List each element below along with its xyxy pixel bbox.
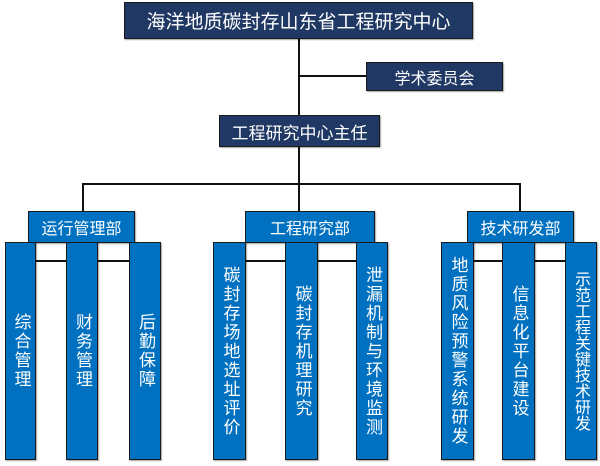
director-node: 工程研究中心主任 [219, 115, 380, 147]
connector-line [298, 75, 366, 77]
unit-info-platform: 信息化平台建设 [502, 242, 535, 460]
unit-finance: 财务管理 [66, 242, 98, 460]
unit-mechanism-research: 碳封存机理研究 [285, 242, 318, 460]
unit-general-management: 综合管理 [5, 242, 36, 460]
unit-leak-monitoring: 泄漏机制与环境监测 [356, 242, 388, 460]
connector-line [298, 38, 300, 116]
department-tech-development: 技术研发部 [467, 211, 574, 243]
connector-line [298, 146, 300, 184]
unit-risk-warning: 地质风险预警系统研发 [441, 242, 474, 460]
root-node: 海洋地质碳封存山东省工程研究中心 [124, 2, 473, 39]
committee-node: 学术委员会 [366, 62, 503, 91]
connector-line [82, 183, 521, 185]
connector-line [519, 183, 521, 211]
department-operations: 运行管理部 [28, 211, 135, 243]
unit-logistics: 后勤保障 [129, 242, 161, 460]
unit-site-selection: 碳封存场地选址评价 [213, 242, 246, 460]
connector-line [82, 183, 84, 211]
connector-line [298, 183, 300, 211]
department-engineering-research: 工程研究部 [245, 211, 375, 243]
unit-demo-engineering: 示范工程关键技术研发 [565, 242, 597, 460]
